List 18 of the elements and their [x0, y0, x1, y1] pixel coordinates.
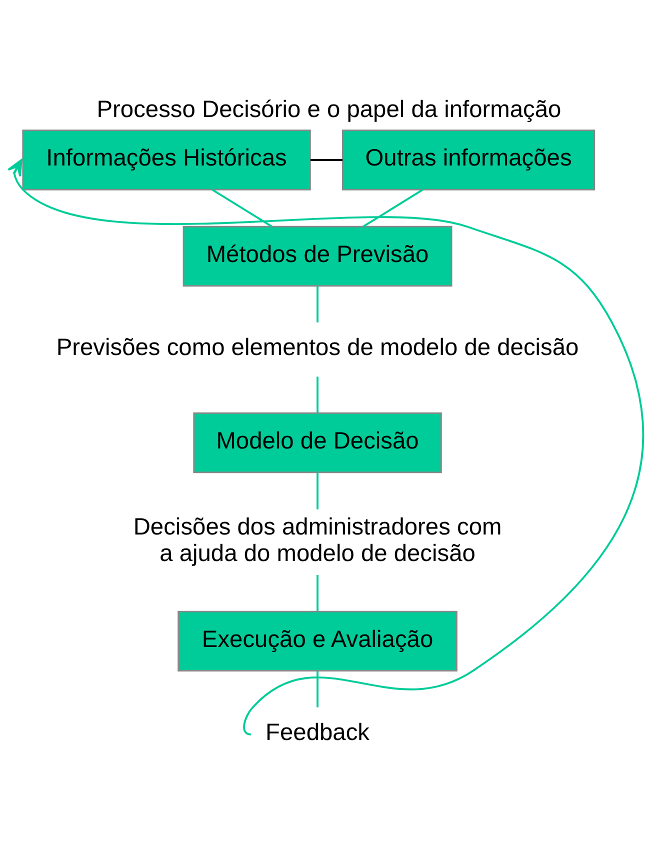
connector: [316, 574, 318, 611]
connector: [316, 286, 318, 322]
node-text: Decisões dos administradores com a ajuda do modelo de decisão: [133, 514, 502, 566]
node-box: Métodos de Previsão: [182, 225, 452, 286]
node-box: Outras informações: [342, 129, 596, 190]
connector: [316, 670, 318, 707]
connector: [212, 188, 272, 227]
connector: [362, 188, 424, 227]
node-text: Previsões como elementos de modelo de decisão: [56, 334, 579, 361]
connector: [316, 376, 318, 412]
node-box: Execução e Avaliação: [178, 610, 458, 671]
connector: [310, 158, 343, 160]
arrow: [8, 158, 644, 734]
connector: [316, 472, 318, 509]
diagram-title: Processo Decisório e o papel da informação: [96, 96, 562, 122]
node-text: Feedback: [266, 720, 370, 746]
node-box: Modelo de Decisão: [193, 412, 442, 473]
node-box: Informações Históricas: [22, 129, 311, 190]
